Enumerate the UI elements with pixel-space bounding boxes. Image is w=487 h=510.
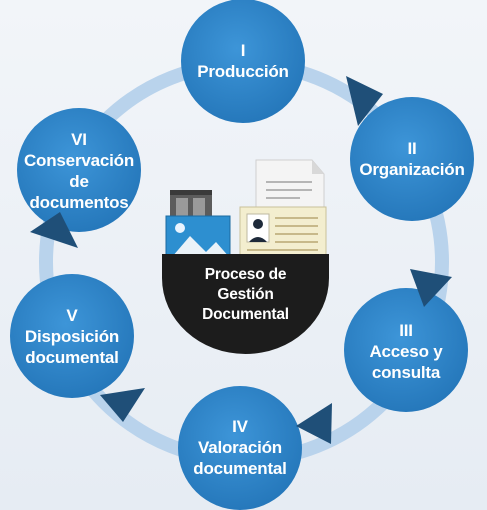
arrow-3-to-4 [296,403,332,444]
arrow-4-to-5 [100,388,145,422]
stage-node-4 [178,386,302,510]
stage-node-5 [10,274,134,398]
arrow-2-to-3 [410,269,452,307]
arrow-1-to-2 [346,76,383,126]
center-bowl [162,254,329,355]
stage-node-2 [350,97,474,221]
document-icons-illustration [165,159,327,266]
stage-node-6 [17,108,141,232]
stage-node-1 [181,0,305,123]
arrow-5-to-6 [30,212,78,248]
stage-node-3 [344,288,468,412]
